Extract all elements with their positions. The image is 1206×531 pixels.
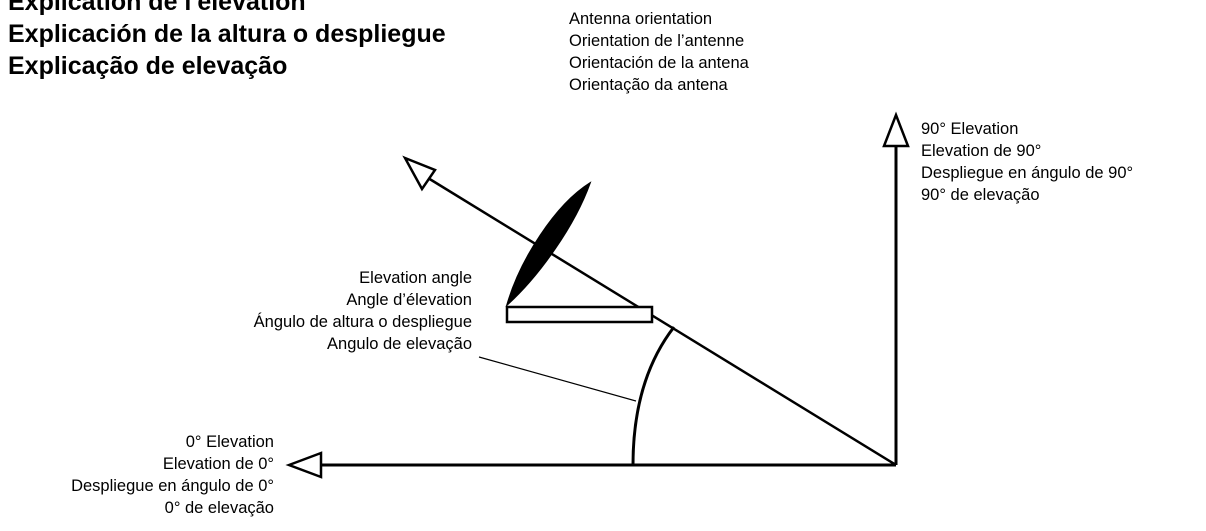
elevation-90-fr: Elevation de 90°: [921, 142, 1042, 160]
elevation-angle-pt: Angulo de elevação: [327, 335, 472, 353]
elevation-0-en: 0° Elevation: [185, 433, 274, 451]
elevation-angle-arc: [631, 326, 676, 466]
title-line-portuguese: Explicação de elevação: [8, 52, 288, 80]
satellite-dish: [505, 181, 592, 308]
antenna-orientation-pt: Orientação da antena: [569, 76, 728, 94]
elevation-0-es: Despliegue en ángulo de 0°: [71, 477, 274, 495]
antenna-orientation-en: Antenna orientation: [569, 10, 713, 28]
elevation-90-es: Despliegue en ángulo de 90°: [921, 164, 1134, 182]
elevation-0-pt: 0° de elevação: [164, 499, 274, 517]
dish-mount-bracket: [505, 305, 654, 324]
elevation-90-pt: 90° de elevação: [921, 186, 1040, 204]
antenna-orientation-es: Orientación de la antena: [569, 54, 749, 72]
elevation-angle-en: Elevation angle: [359, 269, 472, 287]
horizontal-axis-arrowhead: [285, 451, 323, 479]
elevation-90-en: 90° Elevation: [921, 120, 1019, 138]
title-line-spanish: Explicación de la altura o despliegue: [8, 20, 446, 48]
elevation-angle-label: Elevation angle Angle d’élevation Ángulo…: [254, 267, 472, 355]
elevation-0-fr: Elevation de 0°: [162, 455, 274, 473]
antenna-orientation-label: Antenna orientation Orientation de l’ant…: [569, 8, 749, 96]
elevation-angle-leader-line: [478, 356, 637, 402]
antenna-orientation-fr: Orientation de l’antenne: [569, 32, 745, 50]
antenna-orientation-line: [427, 176, 897, 467]
elevation-angle-es: Ángulo de altura o despliegue: [253, 313, 472, 331]
vertical-axis-arrowhead: [882, 111, 910, 148]
elevation-0-label: 0° Elevation Elevation de 0° Despliegue …: [71, 431, 274, 519]
antenna-orientation-arrowhead: [402, 155, 437, 192]
elevation-90-label: 90° Elevation Elevation de 90° Despliegu…: [921, 118, 1133, 206]
diagram-title: Explication de l'élévation Explicación d…: [8, 0, 446, 82]
elevation-angle-fr: Angle d’élevation: [346, 291, 472, 309]
title-line-french: Explication de l'élévation: [8, 0, 306, 16]
